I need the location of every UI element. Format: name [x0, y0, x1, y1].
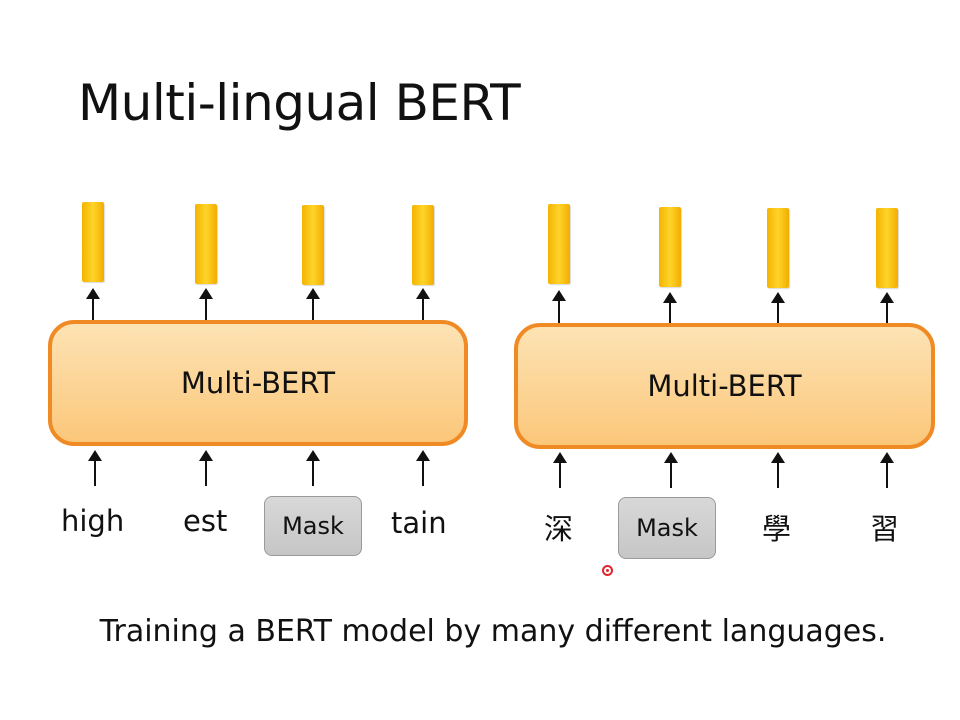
left-token-4: tain: [391, 506, 447, 540]
right-token-3: 學: [762, 512, 792, 546]
slide-caption: Training a BERT model by many different …: [99, 614, 887, 649]
left-multi-bert-block: Multi-BERT: [48, 320, 468, 446]
right-token-4: 習: [870, 512, 900, 546]
left-input-arrow-2: [199, 450, 213, 486]
right-input-arrow-2: [664, 452, 678, 488]
right-mask-label: Mask: [636, 514, 698, 542]
left-up-arrow-1: [86, 288, 100, 322]
left-input-arrow-3: [306, 450, 320, 486]
right-input-arrow-1: [553, 452, 567, 488]
left-input-arrow-4: [416, 450, 430, 486]
right-output-vector-4: [876, 208, 898, 288]
laser-pointer-icon: [602, 565, 613, 576]
left-output-vector-2: [195, 204, 217, 284]
right-mask-token: Mask: [618, 497, 716, 559]
right-input-arrow-3: [771, 452, 785, 488]
right-up-arrow-2: [663, 292, 677, 326]
left-mask-token: Mask: [264, 496, 362, 556]
right-multi-bert-label: Multi-BERT: [647, 369, 802, 403]
left-up-arrow-2: [199, 288, 213, 322]
right-up-arrow-1: [552, 290, 566, 324]
right-output-vector-1: [548, 204, 570, 284]
slide-title: Multi-lingual BERT: [78, 74, 521, 132]
right-multi-bert-block: Multi-BERT: [514, 323, 935, 449]
left-token-1: high: [61, 504, 125, 538]
left-output-vector-3: [302, 205, 324, 285]
right-output-vector-3: [767, 208, 789, 288]
left-input-arrow-1: [88, 450, 102, 486]
right-up-arrow-3: [771, 292, 785, 326]
left-up-arrow-4: [416, 288, 430, 322]
right-up-arrow-4: [880, 292, 894, 326]
left-output-vector-1: [82, 202, 104, 282]
right-input-arrow-4: [880, 452, 894, 488]
right-output-vector-2: [659, 207, 681, 287]
left-multi-bert-label: Multi-BERT: [180, 366, 336, 400]
left-mask-label: Mask: [282, 512, 344, 540]
right-token-1: 深: [544, 512, 574, 546]
left-output-vector-4: [412, 205, 434, 285]
left-token-2: est: [183, 504, 228, 538]
left-up-arrow-3: [306, 288, 320, 322]
